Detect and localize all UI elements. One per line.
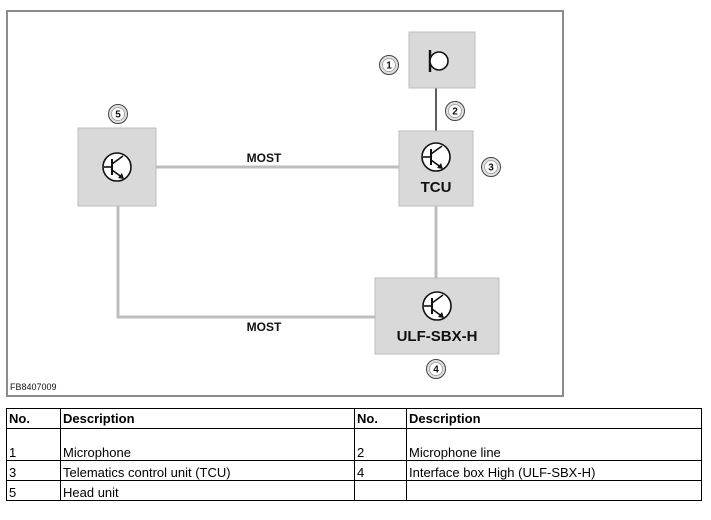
- microphone-box: [408, 31, 476, 89]
- svg-text:5: 5: [115, 110, 121, 121]
- table-row: 3 Telematics control unit (TCU) 4 Interf…: [6, 460, 702, 481]
- svg-text:1: 1: [386, 61, 392, 72]
- most-line-bottom: [116, 206, 375, 319]
- row-description: Microphone line: [406, 428, 702, 461]
- header-no: No.: [6, 408, 61, 429]
- callout-4: 4: [426, 359, 446, 379]
- figure-reference: FB8407009: [10, 382, 57, 392]
- head-unit-box: [77, 127, 157, 207]
- diagram-frame: TCU ULF-SBX-H MOST MOST 1 2 3: [6, 10, 564, 397]
- legend-header-row: No. Description No. Description: [6, 408, 702, 429]
- most-label-bottom: MOST: [247, 320, 282, 334]
- table-row: 5 Head unit: [6, 480, 702, 501]
- ulf-sbx-h-transistor-icon: [422, 291, 452, 321]
- table-row: 1 Microphone 2 Microphone line: [6, 428, 702, 461]
- row-number: 4: [354, 460, 407, 481]
- tcu-box: TCU: [398, 130, 474, 207]
- legend-table: No. Description No. Description 1 Microp…: [6, 408, 702, 501]
- row-number: 3: [6, 460, 61, 481]
- row-description: Head unit: [60, 480, 355, 501]
- svg-text:4: 4: [433, 365, 439, 376]
- row-number: 2: [354, 428, 407, 461]
- header-no-2: No.: [354, 408, 407, 429]
- row-number: 1: [6, 428, 61, 461]
- row-description: Telematics control unit (TCU): [60, 460, 355, 481]
- tcu-label: TCU: [421, 179, 452, 196]
- row-description: Microphone: [60, 428, 355, 461]
- connection-lines: [116, 88, 438, 319]
- tcu-transistor-icon: [421, 142, 451, 172]
- microphone-icon: [428, 50, 449, 72]
- header-description-2: Description: [406, 408, 702, 429]
- row-number: 5: [6, 480, 61, 501]
- ulf-sbx-h-box: ULF-SBX-H: [374, 277, 500, 355]
- head-unit-transistor-icon: [102, 152, 132, 182]
- svg-text:2: 2: [452, 107, 458, 118]
- callout-5: 5: [108, 104, 128, 124]
- row-number: [354, 480, 407, 501]
- row-description: [406, 480, 702, 501]
- row-description: Interface box High (ULF-SBX-H): [406, 460, 702, 481]
- header-description: Description: [60, 408, 355, 429]
- callout-2: 2: [445, 101, 465, 121]
- callout-1: 1: [379, 55, 399, 75]
- ulf-sbx-h-label: ULF-SBX-H: [397, 328, 478, 345]
- most-label-top: MOST: [247, 151, 282, 165]
- svg-text:3: 3: [488, 163, 494, 174]
- callout-3: 3: [481, 157, 501, 177]
